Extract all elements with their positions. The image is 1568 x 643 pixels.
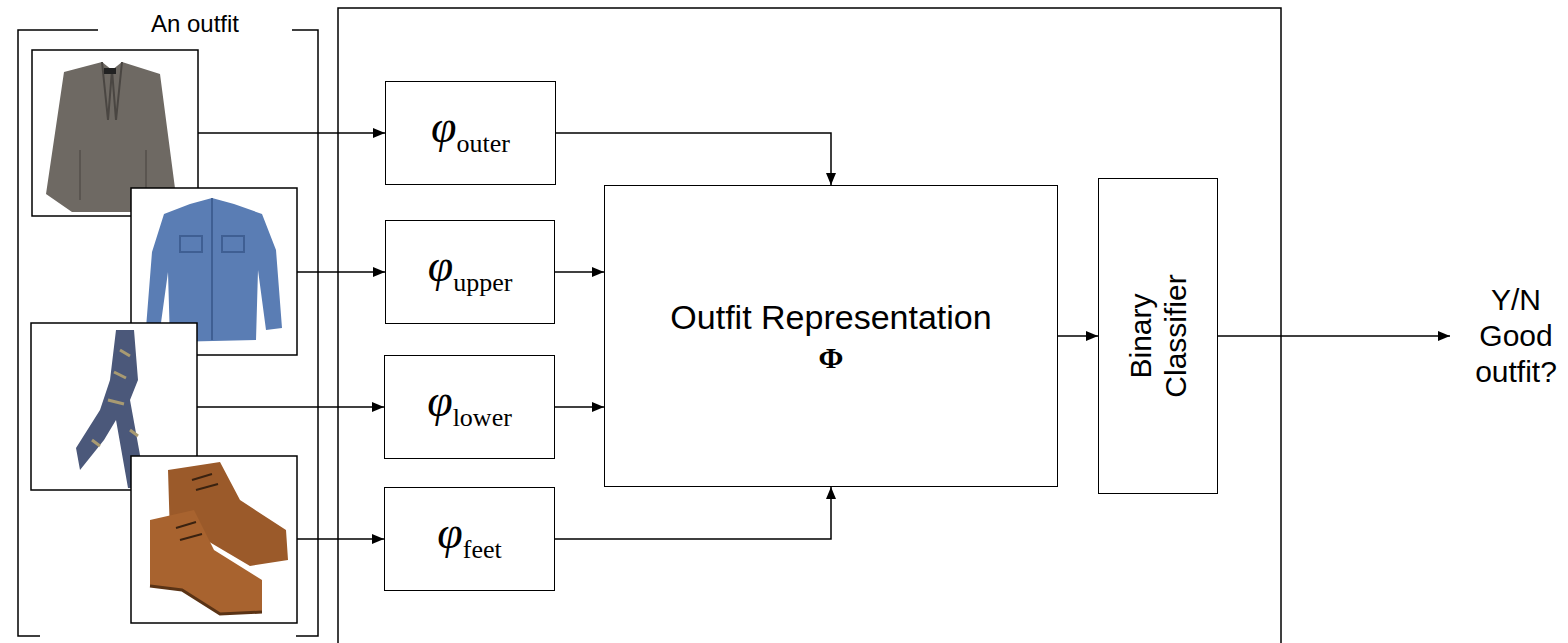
representation-box: Outfit RepresentationΦ <box>604 185 1058 487</box>
embedding-box: φupper <box>385 220 555 324</box>
group-label: An outfit <box>100 10 290 39</box>
output-label: Y/N Good outfit? <box>1466 282 1566 390</box>
embedding-box: φfeet <box>384 487 555 591</box>
model-frame <box>338 8 1281 643</box>
subscript-label: outer <box>457 129 510 159</box>
arrow-connector <box>555 487 831 539</box>
arrow-connector <box>555 406 604 408</box>
arrow-connector <box>555 271 604 273</box>
subscript-label: feet <box>463 535 502 565</box>
subscript-label: upper <box>453 268 512 298</box>
subscript-label: lower <box>453 403 512 433</box>
outfit-bracket <box>18 30 318 636</box>
box-title: Outfit Representation <box>670 298 991 337</box>
classifier-box: Binary Classifier <box>1098 178 1218 494</box>
symbol-label: Φ <box>819 341 844 375</box>
arrow-connector <box>1058 335 1098 337</box>
embedding-box: φlower <box>384 355 555 459</box>
function-symbol: φ <box>431 100 456 153</box>
rotated-title: Binary Classifier <box>1124 251 1193 421</box>
arrow-connector <box>556 133 831 185</box>
embedding-box: φouter <box>385 81 556 185</box>
function-symbol: φ <box>428 239 453 292</box>
function-symbol: φ <box>427 374 452 427</box>
shoes-image <box>131 456 297 623</box>
input-arrows <box>197 133 1450 539</box>
function-symbol: φ <box>437 506 462 559</box>
